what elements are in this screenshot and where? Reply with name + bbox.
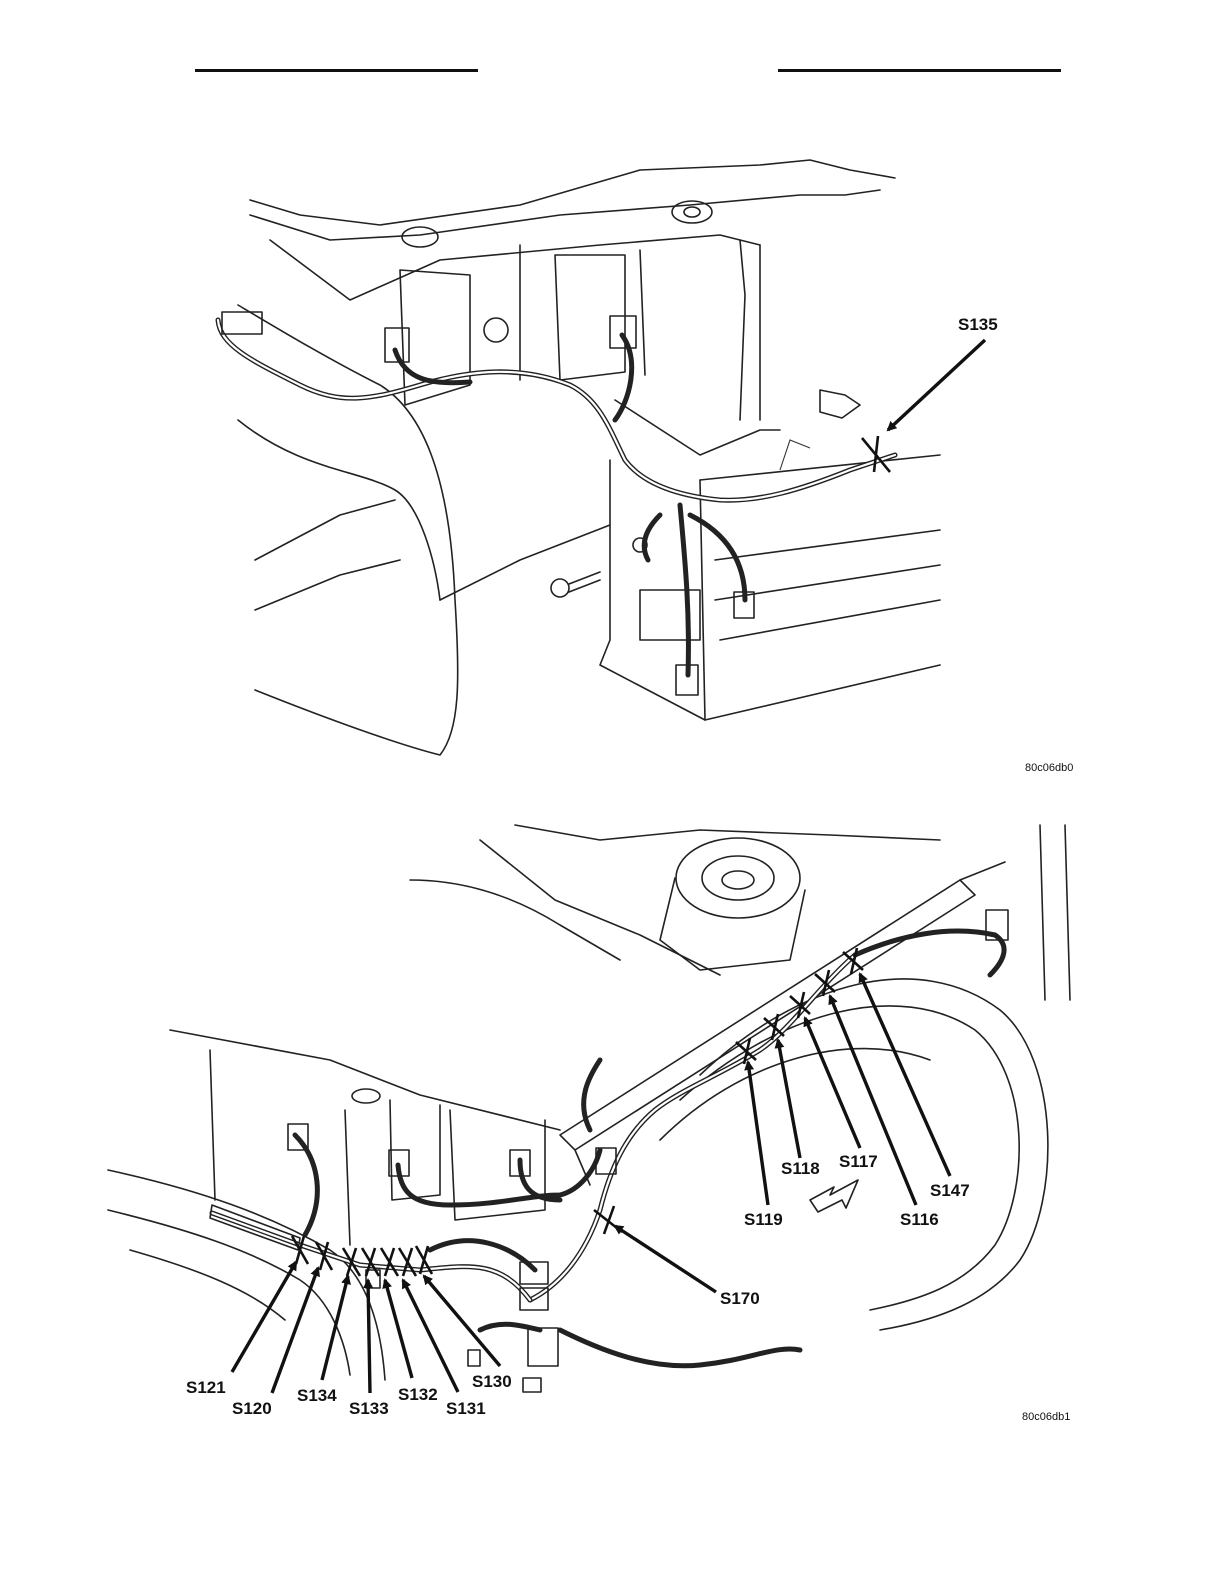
label-s119: S119 [744,1210,783,1229]
bottom-figure-drawing [108,825,1070,1392]
label-s147: S147 [930,1181,970,1200]
label-s131: S131 [446,1399,486,1418]
leader-s133 [368,1280,370,1393]
leader-s116 [830,996,916,1205]
leader-s134 [322,1276,348,1380]
figure-id-top: 80c06db0 [1025,762,1073,774]
leader-s120 [272,1268,318,1393]
leader-s170 [615,1226,716,1292]
label-s133: S133 [349,1399,389,1418]
label-s117: S117 [839,1152,878,1171]
label-s121: S121 [186,1378,226,1397]
label-s116: S116 [900,1210,939,1229]
splice-marker-s132 [381,1248,398,1276]
label-s135: S135 [958,315,998,334]
label-s120: S120 [232,1399,272,1418]
leader-s130 [424,1276,500,1366]
leader-s135 [888,340,985,430]
label-s132: S132 [398,1385,438,1404]
splice-marker-s133 [362,1248,379,1276]
label-s118: S118 [781,1159,820,1178]
splice-marker-s131 [399,1248,416,1276]
top-figure-drawing [218,160,940,755]
label-s134: S134 [297,1386,337,1405]
leader-s132 [385,1280,412,1378]
leader-arrows-bottom [232,974,950,1393]
label-s130: S130 [472,1372,512,1391]
leader-s119 [748,1062,768,1205]
leader-s117 [805,1018,860,1148]
leader-s147 [860,974,950,1176]
direction-arrow [810,1180,858,1212]
label-s170: S170 [720,1289,760,1308]
figure-id-bottom: 80c06db1 [1022,1411,1070,1423]
